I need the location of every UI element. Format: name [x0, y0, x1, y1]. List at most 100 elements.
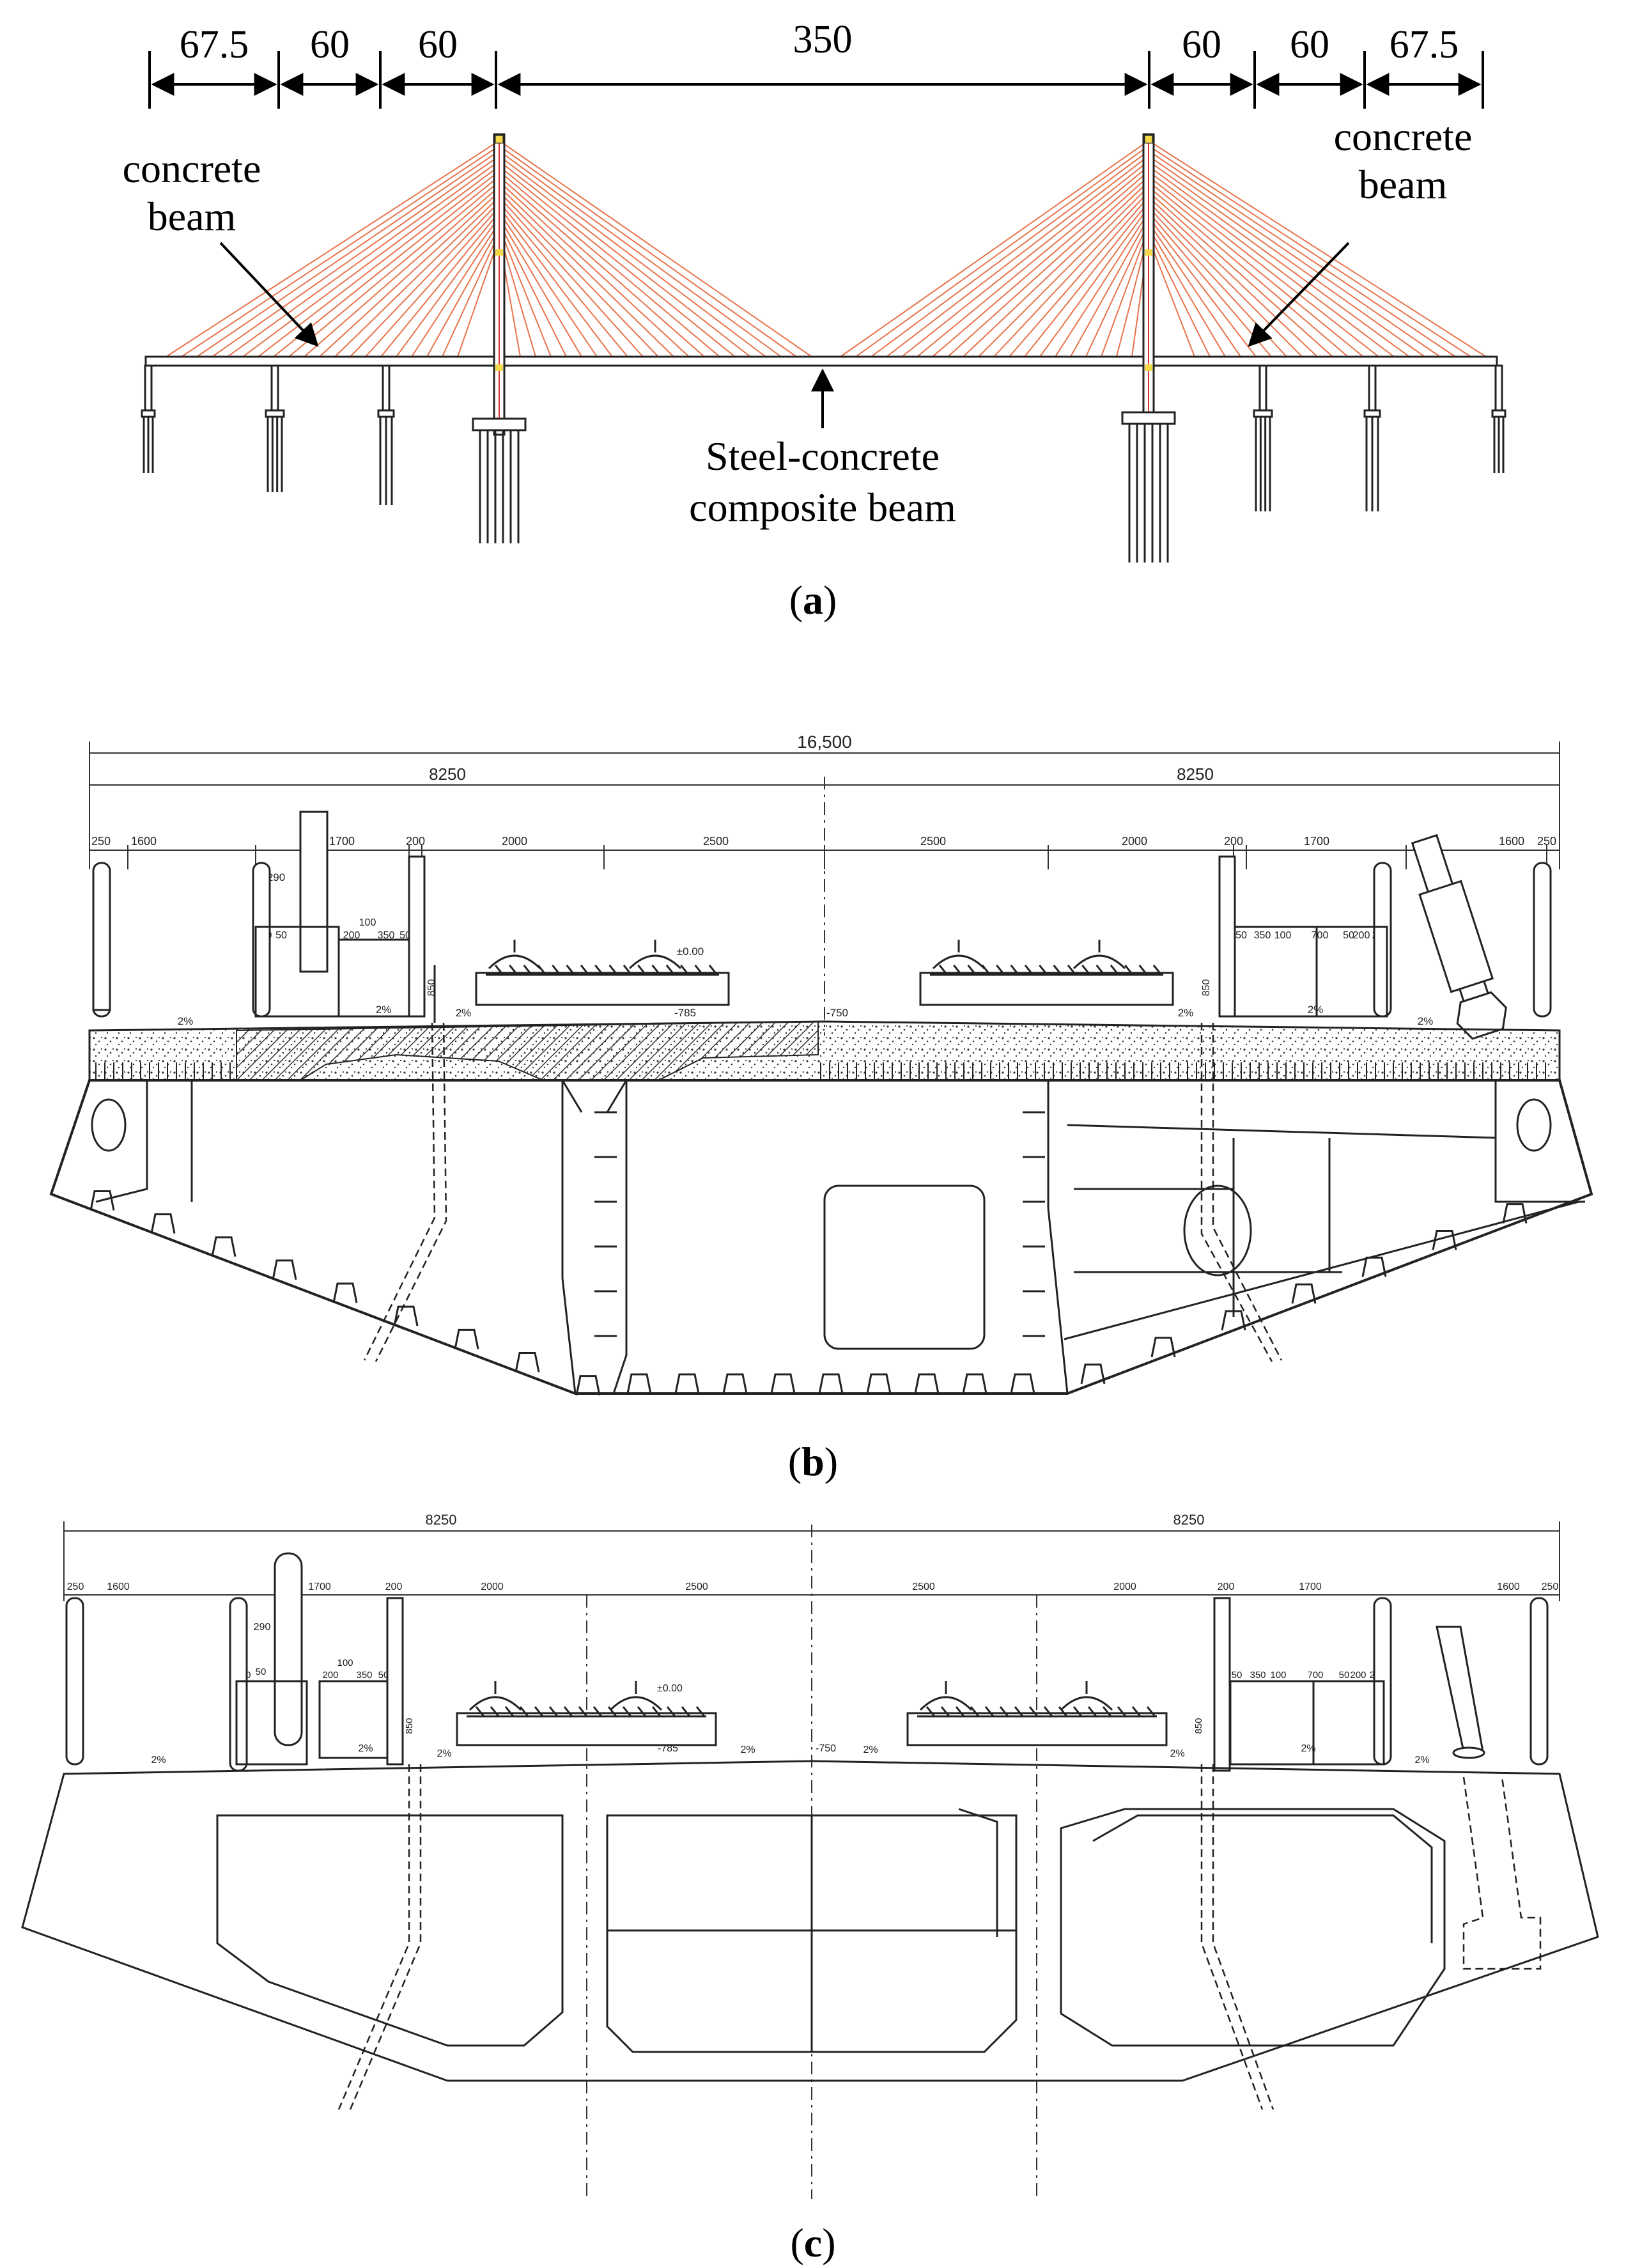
truss-member — [694, 965, 704, 975]
slope-c-2: 2% — [358, 1743, 373, 1754]
small-b-r4: 50 — [1343, 930, 1354, 941]
trough-stiffener — [332, 1282, 358, 1303]
stay-cable — [1148, 222, 1241, 357]
truss-member — [681, 1706, 691, 1717]
stay-cable — [1148, 155, 1441, 357]
span-label-7: 67.5 — [1390, 23, 1459, 66]
trough-stiffener — [626, 1373, 652, 1394]
stay-cable — [1148, 196, 1318, 357]
panel-b-composite-section: 16,500 8250 8250 250 1600 1700 200 2000 … — [49, 732, 1593, 1484]
pile-cap — [1491, 409, 1506, 418]
pier-column — [382, 364, 391, 412]
stay-cable — [499, 227, 552, 357]
slope-c-4: 2% — [740, 1744, 755, 1755]
truss-member — [1124, 965, 1134, 975]
stay-cable — [871, 150, 1149, 357]
stay-cable — [499, 166, 736, 357]
truss-member — [925, 1706, 936, 1717]
stay-cable — [499, 222, 567, 357]
small-b-l5: 100 — [359, 917, 376, 928]
truss-member — [953, 965, 963, 975]
dim-b-r5: 250 — [1537, 835, 1556, 848]
elevation-750-b: -750 — [826, 1007, 848, 1019]
half-width-left-c: 8250 — [426, 1512, 457, 1528]
stay-cable — [196, 150, 500, 357]
stay-cable — [499, 176, 705, 357]
truss-member — [494, 965, 504, 975]
stay-cable — [499, 201, 628, 357]
dim-b-l1: 1600 — [131, 835, 157, 848]
truss-member — [651, 965, 661, 975]
truss-member — [1087, 1706, 1097, 1717]
arrow-concrete-right — [1248, 242, 1350, 347]
dim-b-l3: 200 — [406, 835, 425, 848]
stay-cable — [840, 140, 1149, 357]
dim-c-r0: 2500 — [912, 1581, 935, 1592]
trough-stiffener — [454, 1328, 479, 1349]
stay-cable — [457, 237, 500, 357]
track-rails-b — [486, 940, 1163, 976]
stiffeners-b — [89, 1111, 1528, 1395]
truss-member — [580, 965, 590, 975]
truss-member — [1067, 965, 1077, 975]
concrete-box-outline-c — [21, 1760, 1599, 2082]
trough-stiffener — [1502, 1203, 1528, 1223]
stay-cable — [499, 181, 690, 357]
stay-cable — [166, 140, 500, 357]
stay-cable — [947, 176, 1149, 357]
stay-cable — [917, 166, 1149, 357]
stay-cable — [1148, 171, 1395, 357]
truss-member — [1102, 1706, 1112, 1717]
stay-cable — [1148, 201, 1303, 357]
slope-b-2: 2% — [376, 1004, 392, 1016]
stay-cable — [334, 196, 500, 357]
trough-stiffener — [150, 1213, 176, 1234]
truss-member — [548, 1706, 559, 1717]
elevation-785-b: -785 — [674, 1007, 696, 1019]
dimension-lines-b — [89, 742, 1560, 1036]
stay-cable — [963, 181, 1149, 357]
pier-column — [1494, 364, 1503, 412]
truss-member — [708, 965, 718, 975]
truss-member — [1058, 1706, 1068, 1717]
dim-c-l5: 2500 — [685, 1581, 708, 1592]
stay-cable — [1148, 145, 1471, 357]
pier-column — [1368, 364, 1377, 412]
stay-cable — [396, 217, 500, 357]
label-concrete-beam-left-2: beam — [148, 194, 236, 239]
dim-c-l4: 2000 — [481, 1581, 504, 1592]
trough-stiffener — [770, 1373, 796, 1394]
stay-cable — [1085, 222, 1149, 357]
stay-cable — [1024, 201, 1149, 357]
stay-cable — [319, 191, 500, 357]
truss-member — [665, 965, 676, 975]
stay-cable — [350, 201, 500, 357]
small-b-r0: 50 — [1235, 930, 1247, 941]
panel-a-bridge-elevation: 67.5 60 60 350 60 60 67.5 — [123, 18, 1506, 623]
truss-member — [1146, 1706, 1156, 1717]
dim-c-l3: 200 — [385, 1581, 403, 1592]
dim-b-r4: 1600 — [1499, 835, 1524, 848]
truss-member — [519, 1706, 529, 1717]
elevation-750-c: -750 — [816, 1743, 836, 1754]
stay-cable — [1148, 181, 1364, 357]
slope-b-5: 2% — [1308, 1004, 1324, 1016]
dim-b-r2: 200 — [1224, 835, 1243, 848]
stay-cable — [273, 176, 500, 357]
slope-c-1: 2% — [151, 1755, 166, 1766]
stay-cable — [1055, 212, 1149, 357]
truss-member — [984, 1706, 995, 1717]
rail-clip — [488, 954, 541, 970]
dim-c-l2: 1700 — [308, 1581, 331, 1592]
dim-b-l4: 2000 — [502, 835, 527, 848]
small-b-r7: 850 — [1201, 979, 1212, 997]
slope-b-4: 2% — [1178, 1007, 1194, 1019]
truss-member — [566, 965, 575, 975]
label-composite-beam-2: composite beam — [689, 485, 956, 530]
half-width-right-c: 8250 — [1173, 1512, 1205, 1528]
truss-member — [1028, 1706, 1039, 1717]
trough-stiffener — [575, 1375, 601, 1395]
trough-stiffener — [962, 1373, 987, 1394]
span-label-5: 60 — [1182, 23, 1221, 66]
rail-clip — [609, 1696, 663, 1711]
